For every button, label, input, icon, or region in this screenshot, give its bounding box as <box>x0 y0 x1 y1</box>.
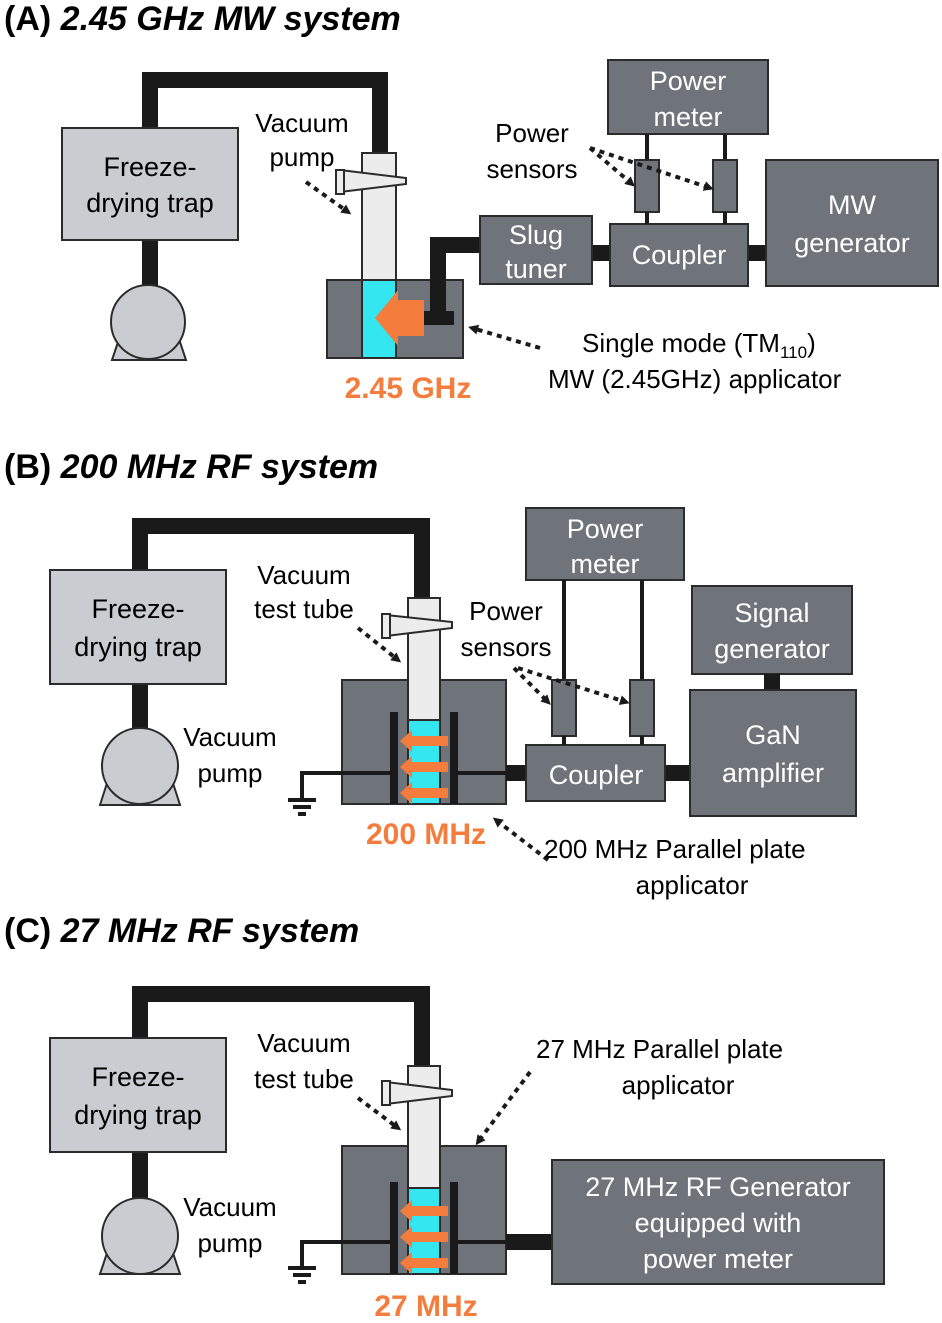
panel-a-power-meter: Power meter <box>607 59 769 135</box>
panel-a-title: (A) 2.45 GHz MW system <box>4 0 401 38</box>
panel-b-signal-generator: Signal generator <box>691 585 853 675</box>
svg-text:pump: pump <box>197 758 262 788</box>
svg-text:meter: meter <box>653 102 722 132</box>
panel-b-vacuum-pump-label: Vacuum <box>183 722 276 752</box>
svg-text:27 MHz RF Generator: 27 MHz RF Generator <box>585 1172 851 1202</box>
panel-b-applicator-label: 200 MHz Parallel plate <box>544 834 806 864</box>
svg-text:Slug: Slug <box>509 220 563 250</box>
panel-b-power-sensors <box>551 580 655 745</box>
svg-text:pump: pump <box>269 142 334 172</box>
svg-text:applicator: applicator <box>622 1070 735 1100</box>
panel-a: (A) 2.45 GHz MW system Freeze- drying tr… <box>4 0 939 405</box>
svg-text:equipped with: equipped with <box>635 1208 802 1238</box>
panel-b-vacuum-pump-icon <box>98 727 182 806</box>
panel-b: (B) 200 MHz RF system Freeze- drying tra… <box>4 448 857 900</box>
panel-c-title: (C) 27 MHz RF system <box>4 912 359 950</box>
panel-b-coupler: Coupler <box>525 744 666 802</box>
svg-text:amplifier: amplifier <box>722 758 824 788</box>
panel-b-frequency: 200 MHz <box>366 818 486 851</box>
panel-a-vacuum-line <box>142 72 388 155</box>
svg-text:MW (2.45GHz) applicator: MW (2.45GHz) applicator <box>548 364 842 394</box>
svg-text:MW: MW <box>828 190 876 220</box>
svg-text:tuner: tuner <box>505 254 567 284</box>
svg-text:Signal: Signal <box>734 598 809 628</box>
svg-text:sensors: sensors <box>460 632 551 662</box>
svg-text:generator: generator <box>714 634 830 664</box>
panel-b-gan-amplifier: GaN amplifier <box>689 689 857 817</box>
svg-text:Freeze-: Freeze- <box>91 1062 184 1092</box>
panel-c-freeze-drying-trap: Freeze- drying trap <box>49 1037 227 1153</box>
svg-text:meter: meter <box>570 549 639 579</box>
svg-text:generator: generator <box>794 228 910 258</box>
panel-a-frequency: 2.45 GHz <box>345 372 472 405</box>
panel-a-mw-generator: MW generator <box>765 159 939 287</box>
panel-c-rf-generator: 27 MHz RF Generator equipped with power … <box>551 1159 885 1285</box>
panel-b-applicator <box>341 597 507 805</box>
panel-a-vacuum-pump-icon <box>110 284 188 361</box>
svg-text:applicator: applicator <box>636 870 749 900</box>
svg-text:Power: Power <box>567 514 644 544</box>
panel-a-waveguide <box>430 237 482 318</box>
svg-text:Power: Power <box>650 66 727 96</box>
panel-a-applicator-label: Single mode (TM110) <box>582 328 816 362</box>
svg-text:Coupler: Coupler <box>549 760 644 790</box>
panel-c-applicator <box>341 1065 507 1275</box>
panel-c-vacuum-line <box>132 986 430 1068</box>
panel-c: (C) 27 MHz RF system Freeze- drying trap… <box>4 912 885 1323</box>
svg-text:Coupler: Coupler <box>632 240 727 270</box>
panel-a-freeze-drying-trap: Freeze- drying trap <box>61 127 239 241</box>
panel-b-power-sensors-label: Power <box>469 596 543 626</box>
svg-text:pump: pump <box>197 1228 262 1258</box>
panel-a-power-sensors-label: Power <box>495 118 569 148</box>
svg-text:drying trap: drying trap <box>74 632 202 662</box>
panel-c-vacuum-pump-label: Vacuum <box>183 1192 276 1222</box>
svg-text:drying trap: drying trap <box>74 1100 202 1130</box>
panel-c-applicator-label: 27 MHz Parallel plate <box>536 1034 783 1064</box>
panel-a-vacuum-pump-label: Vacuum <box>255 108 348 138</box>
panel-b-ground-icon <box>288 771 390 816</box>
svg-text:test tube: test tube <box>254 594 354 624</box>
panel-c-ground-icon <box>288 1240 390 1284</box>
panel-b-power-meter: Power meter <box>525 507 685 581</box>
panel-a-coupler: Coupler <box>609 223 749 287</box>
panel-c-frequency: 27 MHz <box>374 1290 477 1323</box>
panel-b-freeze-drying-trap: Freeze- drying trap <box>49 569 227 685</box>
panel-c-vacuum-pump-icon <box>98 1197 182 1275</box>
panel-c-vacuum-test-tube-label: Vacuum <box>257 1028 350 1058</box>
svg-text:Freeze-: Freeze- <box>103 152 196 182</box>
panel-b-vacuum-line <box>132 518 430 600</box>
panel-a-applicator <box>326 279 464 359</box>
panel-b-vacuum-test-tube-label: Vacuum <box>257 560 350 590</box>
svg-text:sensors: sensors <box>486 154 577 184</box>
svg-text:power meter: power meter <box>643 1244 793 1274</box>
panel-b-title: (B) 200 MHz RF system <box>4 448 378 486</box>
panel-a-mw-arrow <box>375 290 424 346</box>
svg-text:drying trap: drying trap <box>86 188 214 218</box>
svg-text:GaN: GaN <box>745 720 801 750</box>
svg-text:test tube: test tube <box>254 1064 354 1094</box>
svg-text:Freeze-: Freeze- <box>91 594 184 624</box>
panel-a-slug-tuner: Slug tuner <box>479 215 593 285</box>
